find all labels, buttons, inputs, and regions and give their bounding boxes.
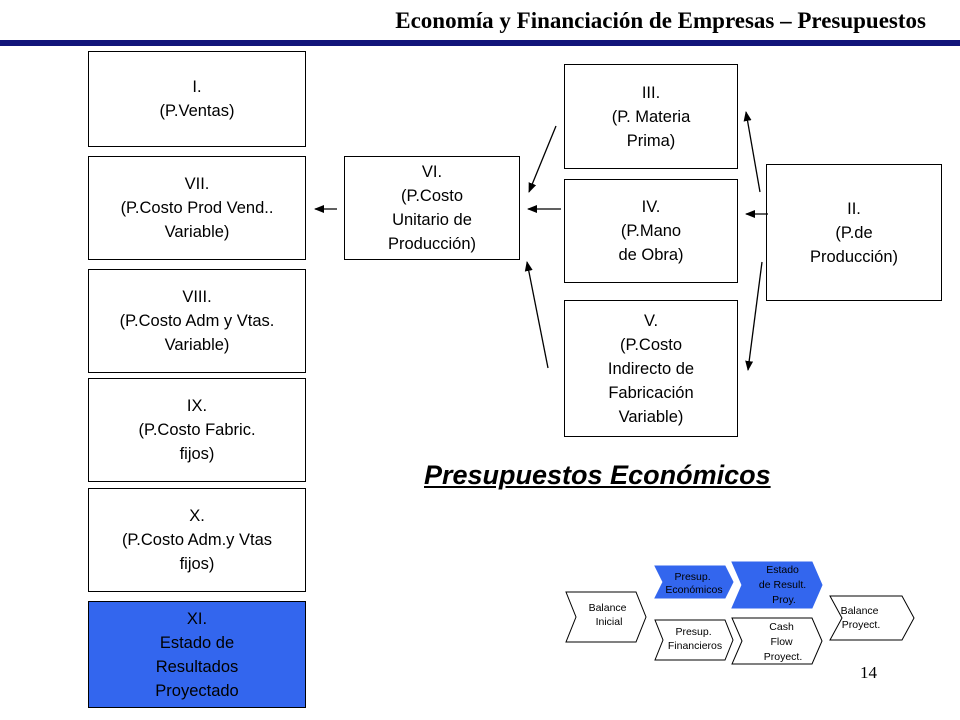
box-presupuesto-ventas: I. (P.Ventas) bbox=[88, 51, 306, 147]
box-costo-adm-vtas-fijos: X. (P.Costo Adm.y Vtas fijos) bbox=[88, 488, 306, 592]
mini-balance-inicial-line1: Balance bbox=[589, 602, 627, 614]
mini-balance-proyect-line1: Balance bbox=[841, 605, 879, 617]
box-presupuesto-produccion: II. (P.de Producción) bbox=[766, 164, 942, 301]
mini-presup-economicos bbox=[654, 565, 734, 599]
box-estado-resultados: XI. Estado de Resultados Proyectado bbox=[88, 601, 306, 708]
mini-cash-flow bbox=[731, 617, 823, 665]
box-materia-prima: III. (P. Materia Prima) bbox=[564, 64, 738, 169]
arrow-materia-prima-to-costo-unitario bbox=[528, 125, 557, 193]
box-costo-fabric-fijos: IX. (P.Costo Fabric. fijos) bbox=[88, 378, 306, 482]
box-costo-adm-vtas-variable: VIII. (P.Costo Adm y Vtas. Variable) bbox=[88, 269, 306, 373]
mini-estado-result-line1: Estado bbox=[766, 564, 799, 576]
mini-presup-economicos-line1: Presup. bbox=[674, 571, 710, 583]
mini-balance-proyect-line2: Proyect. bbox=[842, 619, 881, 631]
box-mano-de-obra: IV. (P.Mano de Obra) bbox=[564, 179, 738, 283]
header-rule bbox=[0, 40, 960, 46]
page-number: 14 bbox=[860, 663, 877, 682]
mini-balance-inicial bbox=[565, 591, 647, 643]
mini-cash-flow-line2: Flow bbox=[770, 636, 793, 648]
mini-cash-flow-line3: Proyect. bbox=[764, 651, 803, 663]
mini-presup-financieros-line1: Presup. bbox=[675, 626, 711, 638]
arrow-produccion-to-materia-prima bbox=[743, 111, 761, 193]
mini-flow-diagram: Balance Inicial Presup. Económicos Presu… bbox=[565, 561, 915, 665]
page-title: Economía y Financiación de Empresas – Pr… bbox=[395, 8, 926, 33]
arrow-produccion-to-indirecto bbox=[745, 261, 763, 371]
svg-text:Presup. Económicos: Presup. Económicos bbox=[665, 571, 722, 596]
mini-balance-inicial-line2: Inicial bbox=[596, 616, 623, 628]
svg-text:Balance Proyect.: Balance Proyect. bbox=[841, 605, 882, 631]
arrow-indirecto-to-costo-unitario bbox=[524, 261, 549, 369]
mini-estado-result bbox=[731, 561, 823, 609]
box-costo-unitario-produccion: VI. (P.Costo Unitario de Producción) bbox=[344, 156, 520, 260]
section-title: Presupuestos Económicos bbox=[424, 460, 771, 490]
svg-text:Estado de Result.: Estado de Result. Proy. bbox=[759, 564, 809, 606]
mini-presup-financieros-line2: Financieros bbox=[668, 640, 722, 652]
svg-text:Cash Flow Proyect.: Cash Flow Proyect. bbox=[764, 621, 803, 663]
mini-balance-proyect bbox=[829, 595, 915, 641]
mini-presup-financieros bbox=[654, 619, 734, 661]
svg-text:Presup. Financieros: Presup. Financieros bbox=[668, 626, 722, 652]
box-costo-prod-vendido: VII. (P.Costo Prod Vend.. Variable) bbox=[88, 156, 306, 260]
svg-text:Balance Inicial: Balance Inicial bbox=[589, 602, 630, 628]
box-costo-indirecto-fabricacion: V. (P.Costo Indirecto de Fabricación Var… bbox=[564, 300, 738, 437]
mini-estado-result-line2: de Result. bbox=[759, 579, 806, 591]
mini-cash-flow-line1: Cash bbox=[769, 621, 794, 633]
mini-estado-result-line3: Proy. bbox=[772, 594, 796, 606]
mini-presup-economicos-line2: Económicos bbox=[665, 584, 722, 596]
